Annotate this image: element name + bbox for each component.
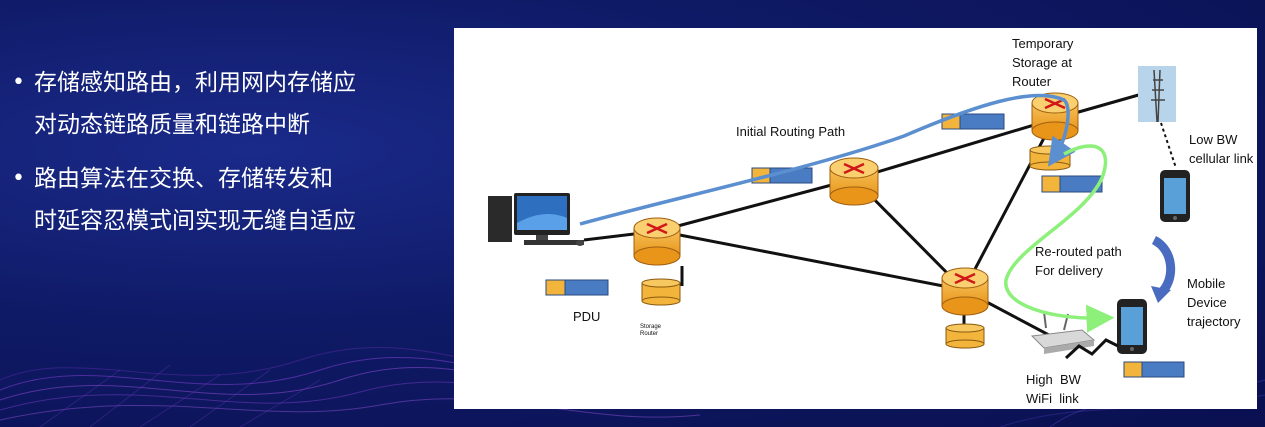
- bullet-list: • 存储感知路由，利用网内存储应 对动态链路质量和链路中断 • 路由算法在交换、…: [12, 62, 452, 254]
- label-line: Router: [1012, 74, 1052, 89]
- mobile-trajectory-label: Mobile Device trajectory: [1187, 274, 1240, 331]
- phone-icon: [1160, 170, 1190, 222]
- label-line: Router: [640, 331, 659, 337]
- bullet-dot: •: [12, 166, 25, 191]
- diagram-canvas: [488, 66, 1190, 378]
- bullet-item: • 存储感知路由，利用网内存储应 对动态链路质量和链路中断: [12, 62, 452, 146]
- label-line: Storage at: [1012, 55, 1072, 70]
- pdu-label: PDU: [573, 309, 601, 324]
- initial-path-label: Initial Routing Path: [736, 124, 846, 139]
- label-line: For delivery: [1035, 263, 1103, 278]
- rerouted-label: Re-routed path For delivery: [1035, 242, 1122, 280]
- temp-storage-label: Temporary Storage at Router: [1012, 34, 1073, 91]
- label-line: Storage: [640, 324, 662, 330]
- router-icon: [633, 217, 681, 266]
- label-line: Re-routed path: [1035, 244, 1122, 259]
- router-icon: [829, 157, 879, 206]
- bullet-text-line: 路由算法在交换、存储转发和: [34, 166, 333, 192]
- trajectory-arrow-icon: [1151, 235, 1176, 298]
- pdu-block-icon: [545, 279, 609, 296]
- rerouted-path: [1004, 144, 1115, 333]
- low-bw-label: Low BW cellular link: [1189, 130, 1253, 168]
- storage-cylinder-icon: [1029, 145, 1071, 171]
- label-line: Mobile: [1187, 276, 1226, 291]
- label-line: Low BW: [1189, 132, 1238, 147]
- storage-cylinder-icon: [641, 278, 681, 306]
- computer-icon: [488, 193, 584, 246]
- storage-cylinder-icon: [945, 323, 985, 349]
- pdu-block-icon: [1123, 361, 1185, 378]
- cell-tower-icon: [1138, 66, 1176, 123]
- wifi-link-label: High BW WiFi link: [1026, 370, 1081, 408]
- wifi-link-zigzag: [1064, 338, 1119, 360]
- bullet-text-line: 存储感知路由，利用网内存储应: [34, 70, 356, 96]
- label-line: cellular link: [1189, 151, 1254, 166]
- phone-icon: [1117, 299, 1147, 354]
- initial-routing-path: [579, 93, 1076, 226]
- pdu-block-icon: [1041, 175, 1103, 193]
- label-line: Temporary: [1012, 36, 1074, 51]
- label-line: Device: [1187, 295, 1227, 310]
- bullet-text-line: 对动态链路质量和链路中断: [34, 112, 310, 138]
- router-icon: [1031, 92, 1079, 141]
- wifi-router-icon: [1030, 311, 1096, 354]
- router-icon: [941, 267, 989, 316]
- network-diagram: Temporary Storage at Router Initial Rout…: [454, 28, 1257, 409]
- pdu-block-icon: [751, 167, 813, 184]
- label-line: High BW: [1026, 372, 1081, 387]
- label-line: trajectory: [1187, 314, 1241, 329]
- bullet-item: • 路由算法在交换、存储转发和 时延容忍模式间实现无缝自适应: [12, 158, 452, 242]
- bullet-dot: •: [12, 70, 25, 95]
- bullet-text-line: 时延容忍模式间实现无缝自适应: [34, 208, 356, 234]
- storage-router-label: Storage Router: [640, 324, 661, 338]
- label-line: WiFi link: [1026, 391, 1079, 406]
